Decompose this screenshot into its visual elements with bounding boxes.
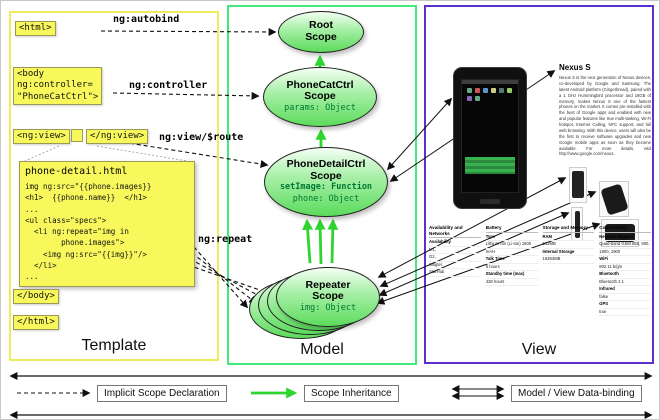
- legend-data-binding-label: Model / View Data-binding: [511, 385, 642, 402]
- phonedetail-title-2: Scope: [310, 169, 342, 182]
- ng-view-route-label: ng:view/$route: [159, 132, 244, 143]
- ng-repeat-label: ng:repeat: [198, 234, 253, 245]
- code-line: <h1> {{phone.name}} </h1>: [25, 193, 147, 203]
- spec-header-availability: Availability and Networks: [429, 225, 481, 238]
- legend-scope-inheritance-label: Scope Inheritance: [304, 385, 399, 402]
- product-title: Nexus S: [559, 63, 591, 72]
- body-open-tag: <body ng:controller= "PhoneCatCtrl">: [13, 67, 103, 105]
- repeater-prop-img: img: Object: [299, 303, 357, 314]
- spec-row: Type: [485, 234, 538, 241]
- thumbnail-1-image: [572, 171, 584, 198]
- spec-row: O2,: [429, 254, 481, 262]
- spec-row: Bluetooth 2.1: [599, 279, 651, 286]
- ng-controller-label: ng:controller: [129, 80, 208, 91]
- spec-row: 6 hours: [485, 264, 538, 271]
- spec-row: GPS: [599, 301, 651, 309]
- body-close-tag: </body>: [13, 289, 59, 305]
- code-line: phone.images">: [25, 238, 125, 248]
- product-description: Nexus S is the next generation of Nexus …: [559, 75, 651, 157]
- spec-header-storage: Storage and Memory: [542, 225, 595, 233]
- code-line: ...: [25, 272, 39, 281]
- phone-home-button: [480, 199, 500, 204]
- legend-implicit-scope-label: Implicit Scope Declaration: [97, 385, 227, 402]
- code-line: img ng:src="{{phone.images}}: [25, 182, 152, 191]
- code-line: <ul class="specs">: [25, 215, 107, 225]
- spec-row: M1,: [429, 247, 481, 254]
- html-close-tag: </html>: [13, 315, 59, 331]
- phone-keyboard-area: [465, 157, 515, 174]
- spec-row: Lithium Ion (Li-Ion) 1500: [485, 241, 538, 249]
- root-scope-title-1: Root: [309, 19, 333, 32]
- thumbnail-4-image: [605, 224, 635, 242]
- phone-image: [453, 67, 527, 209]
- spec-row: Quad-band GSM 850, 900,: [599, 241, 651, 249]
- spec-row: 16384MB: [542, 256, 595, 264]
- spec-row: Network Support: [599, 234, 651, 241]
- view-column-label: View: [521, 341, 557, 358]
- spec-row: Bluetooth: [599, 271, 651, 279]
- spec-row: Standby time (max): [485, 271, 538, 279]
- spec-row: Availability: [429, 239, 481, 247]
- spec-row: mAH: [485, 249, 538, 256]
- phone-thumbnail-1: [569, 167, 587, 203]
- spec-row: 1800, 1900: [599, 249, 651, 256]
- phonecat-title-2: Scope: [304, 90, 336, 103]
- phone-thumbnail-4: [601, 219, 639, 247]
- model-column-label: Model: [300, 341, 344, 358]
- template-column-label: Template: [81, 337, 147, 354]
- code-line: <li ng:repeat="img in: [25, 227, 129, 236]
- code-line: </li>: [25, 260, 57, 270]
- phonedetail-title-1: PhoneDetailCtrl: [286, 157, 366, 170]
- spec-row: Singtel,: [429, 262, 481, 269]
- ng-view-open-tag: <ng:view>: [13, 129, 70, 145]
- spec-row: false: [599, 294, 651, 301]
- spec-row: 512MB: [542, 241, 595, 249]
- repeater-title-2: Scope: [312, 290, 344, 303]
- phonedetail-prop-phone: phone: Object: [292, 193, 360, 204]
- spec-row: WiFi: [599, 256, 651, 264]
- spec-row: 802.11 b/g/n: [599, 264, 651, 271]
- thumbnail-2-image: [600, 183, 629, 216]
- repeater-title-1: Repeater: [305, 278, 351, 291]
- spec-row: Internal Storage: [542, 249, 595, 256]
- code-box-title: phone-detail.html: [25, 166, 128, 177]
- phone-app-icons: [462, 84, 518, 105]
- code-line: ...: [25, 204, 39, 214]
- ng-autobind-label: ng:autobind: [113, 14, 180, 25]
- spec-header-battery: Battery: [485, 225, 538, 233]
- ng-view-close-tag: </ng:view>: [86, 129, 149, 145]
- phonecatctrl-scope-ellipse: PhoneCatCtrl Scope params: Object: [263, 67, 377, 127]
- root-scope-ellipse: Root Scope: [278, 11, 364, 53]
- phonedetailctrl-scope-ellipse: PhoneDetailCtrl Scope setImage: Function…: [264, 147, 388, 217]
- spec-row: 428 hours: [485, 279, 538, 286]
- spec-row: StarHub: [429, 269, 481, 277]
- spec-row: Infrared: [599, 286, 651, 294]
- phone-detail-code-box: phone-detail.html img ng:src="{{phone.im…: [19, 161, 195, 288]
- spec-row: RAM: [542, 234, 595, 241]
- ng-view-placeholder-box: [71, 129, 83, 142]
- spec-header-connectivity: Connectivity: [599, 225, 651, 233]
- phonecat-title-1: PhoneCatCtrl: [286, 78, 354, 91]
- spec-row: true: [599, 309, 651, 316]
- phonecat-prop-params: params: Object: [284, 103, 356, 114]
- html-open-tag: <html>: [15, 21, 56, 37]
- phonedetail-prop-setimage: setImage: Function: [279, 182, 373, 193]
- root-scope-title-2: Scope: [305, 31, 337, 43]
- repeater-scope-ellipse: Repeater Scope img: Object: [276, 267, 380, 327]
- phone-thumbnail-2: [599, 181, 629, 217]
- spec-row: Talk Time: [485, 256, 538, 264]
- code-box-lines: img ng:src="{{phone.images}} <h1> {{phone…: [25, 181, 189, 282]
- phone-screen: [461, 79, 519, 193]
- code-line: <img ng:src="{{img}}"/>: [25, 249, 147, 259]
